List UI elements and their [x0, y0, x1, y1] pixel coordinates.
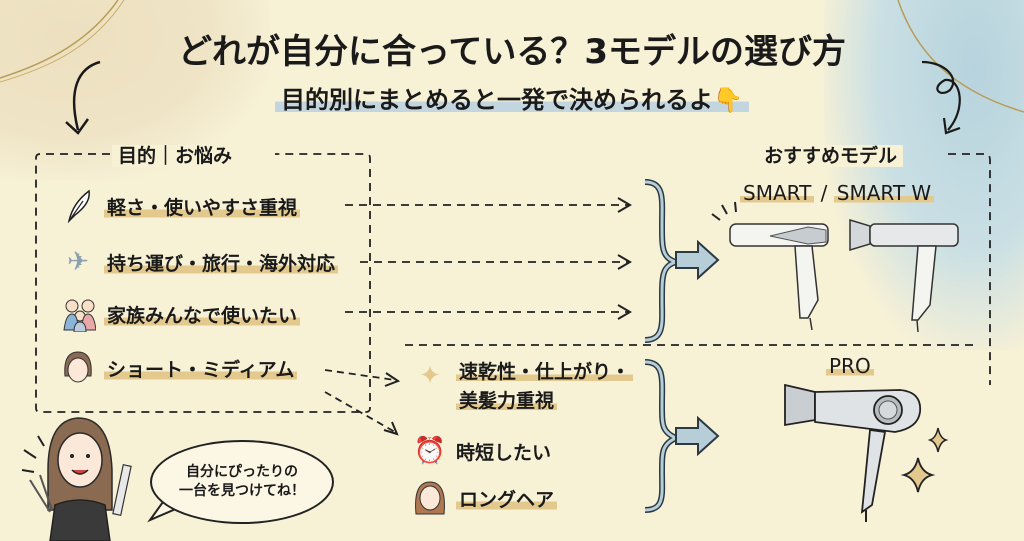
page-title: どれが自分に合っている？3モデルの選び方 [178, 32, 846, 72]
purpose-text: 軽さ・使いやすさ重視 [104, 192, 301, 220]
subtitle-wrap: 目的別にまとめると一発で決められるよ👇 [0, 80, 1024, 115]
gold-line-left-2 [0, 0, 125, 83]
airplane-icon: ✈ [67, 247, 89, 277]
gold-line-left-1 [0, 0, 119, 79]
block-arrow-smart [675, 239, 720, 281]
pointing-down-hand-icon: 👇 [713, 86, 743, 114]
pro-model-label-wrap: PRO [826, 354, 874, 378]
curved-arrow-right-head [942, 117, 961, 135]
smart-models-label: SMART / SMART W [740, 181, 935, 205]
emphasis-marks [711, 201, 737, 221]
purpose-item-family: 家族みんなで使いたい [60, 296, 301, 332]
dashed-arrow-4 [324, 369, 401, 387]
dashed-arrow-3 [345, 304, 632, 320]
hairdresser-illustration [21, 417, 132, 541]
pro-model-name: PRO [826, 354, 874, 378]
dashed-arrow-1 [345, 197, 632, 213]
purpose-text: 時短したい [456, 441, 552, 464]
curved-arrow-left [72, 60, 101, 131]
curved-arrow-right [921, 60, 961, 131]
right-panel-label-wrap: おすすめモデル [758, 141, 904, 168]
right-dashed-border [948, 153, 991, 385]
feather-icon [60, 188, 96, 224]
left-panel-label: 目的｜お悩み [112, 145, 239, 167]
speech-line-1: 自分にぴったりの [186, 464, 298, 481]
sparkle-icon-large [900, 457, 936, 493]
purpose-text: ショート・ミディアム [104, 354, 298, 382]
sparkle-icon-small [927, 427, 949, 453]
purpose-text-line2: 美髪力重視 [456, 389, 558, 412]
left-dashed-box [35, 153, 371, 413]
block-arrow-pro [675, 415, 720, 457]
page-subtitle: 目的別にまとめると一発で決められるよ👇 [275, 80, 749, 115]
purpose-text-line1: 速乾性・仕上がり・ [456, 361, 634, 383]
right-panel-label: おすすめモデル [758, 145, 904, 167]
smart-w-dryer-illustration [849, 218, 959, 333]
smart-dryer-illustration [729, 223, 829, 331]
purpose-item-travel: ✈ 持ち運び・旅行・海外対応 [60, 244, 339, 280]
purpose-text-multiline: 速乾性・仕上がり・ 美髪力重視 [456, 358, 634, 415]
speech-line-2: 一台を見つけてね！ [179, 483, 305, 499]
purpose-item-light: 軽さ・使いやすさ重視 [60, 188, 301, 224]
purpose-text: 持ち運び・旅行・海外対応 [104, 248, 339, 276]
model-separator: / [820, 181, 828, 205]
purpose-item-long-hair: ロングヘア [412, 480, 558, 516]
purpose-item-save-time: ⏰ 時短したい [412, 433, 551, 469]
speech-bubble: 自分にぴったりの 一台を見つけてね！ [150, 440, 334, 524]
purpose-item-short-hair: ショート・ミディアム [60, 350, 298, 386]
family-icon [60, 296, 96, 332]
subtitle-text: 目的別にまとめると一発で決められるよ [281, 86, 714, 114]
short-hair-woman-icon [60, 350, 96, 386]
purpose-text: ロングヘア [456, 484, 558, 512]
smart-w-model-name: SMART W [833, 181, 935, 205]
long-hair-woman-icon [412, 480, 448, 516]
curved-arrow-left-head [65, 118, 90, 135]
pro-dryer-illustration [784, 383, 922, 522]
smart-model-name: SMART [740, 181, 815, 205]
dashed-arrow-2 [360, 254, 632, 270]
left-panel-label-wrap: 目的｜お悩み [112, 141, 239, 168]
alarm-clock-icon: ⏰ [413, 436, 447, 466]
dashed-arrow-5 [324, 391, 399, 436]
purpose-item-quick-dry: ✦ 速乾性・仕上がり・ 美髪力重視 [412, 358, 634, 415]
purpose-text: 家族みんなで使いたい [104, 300, 301, 328]
sparkles-icon: ✦ [419, 361, 441, 391]
